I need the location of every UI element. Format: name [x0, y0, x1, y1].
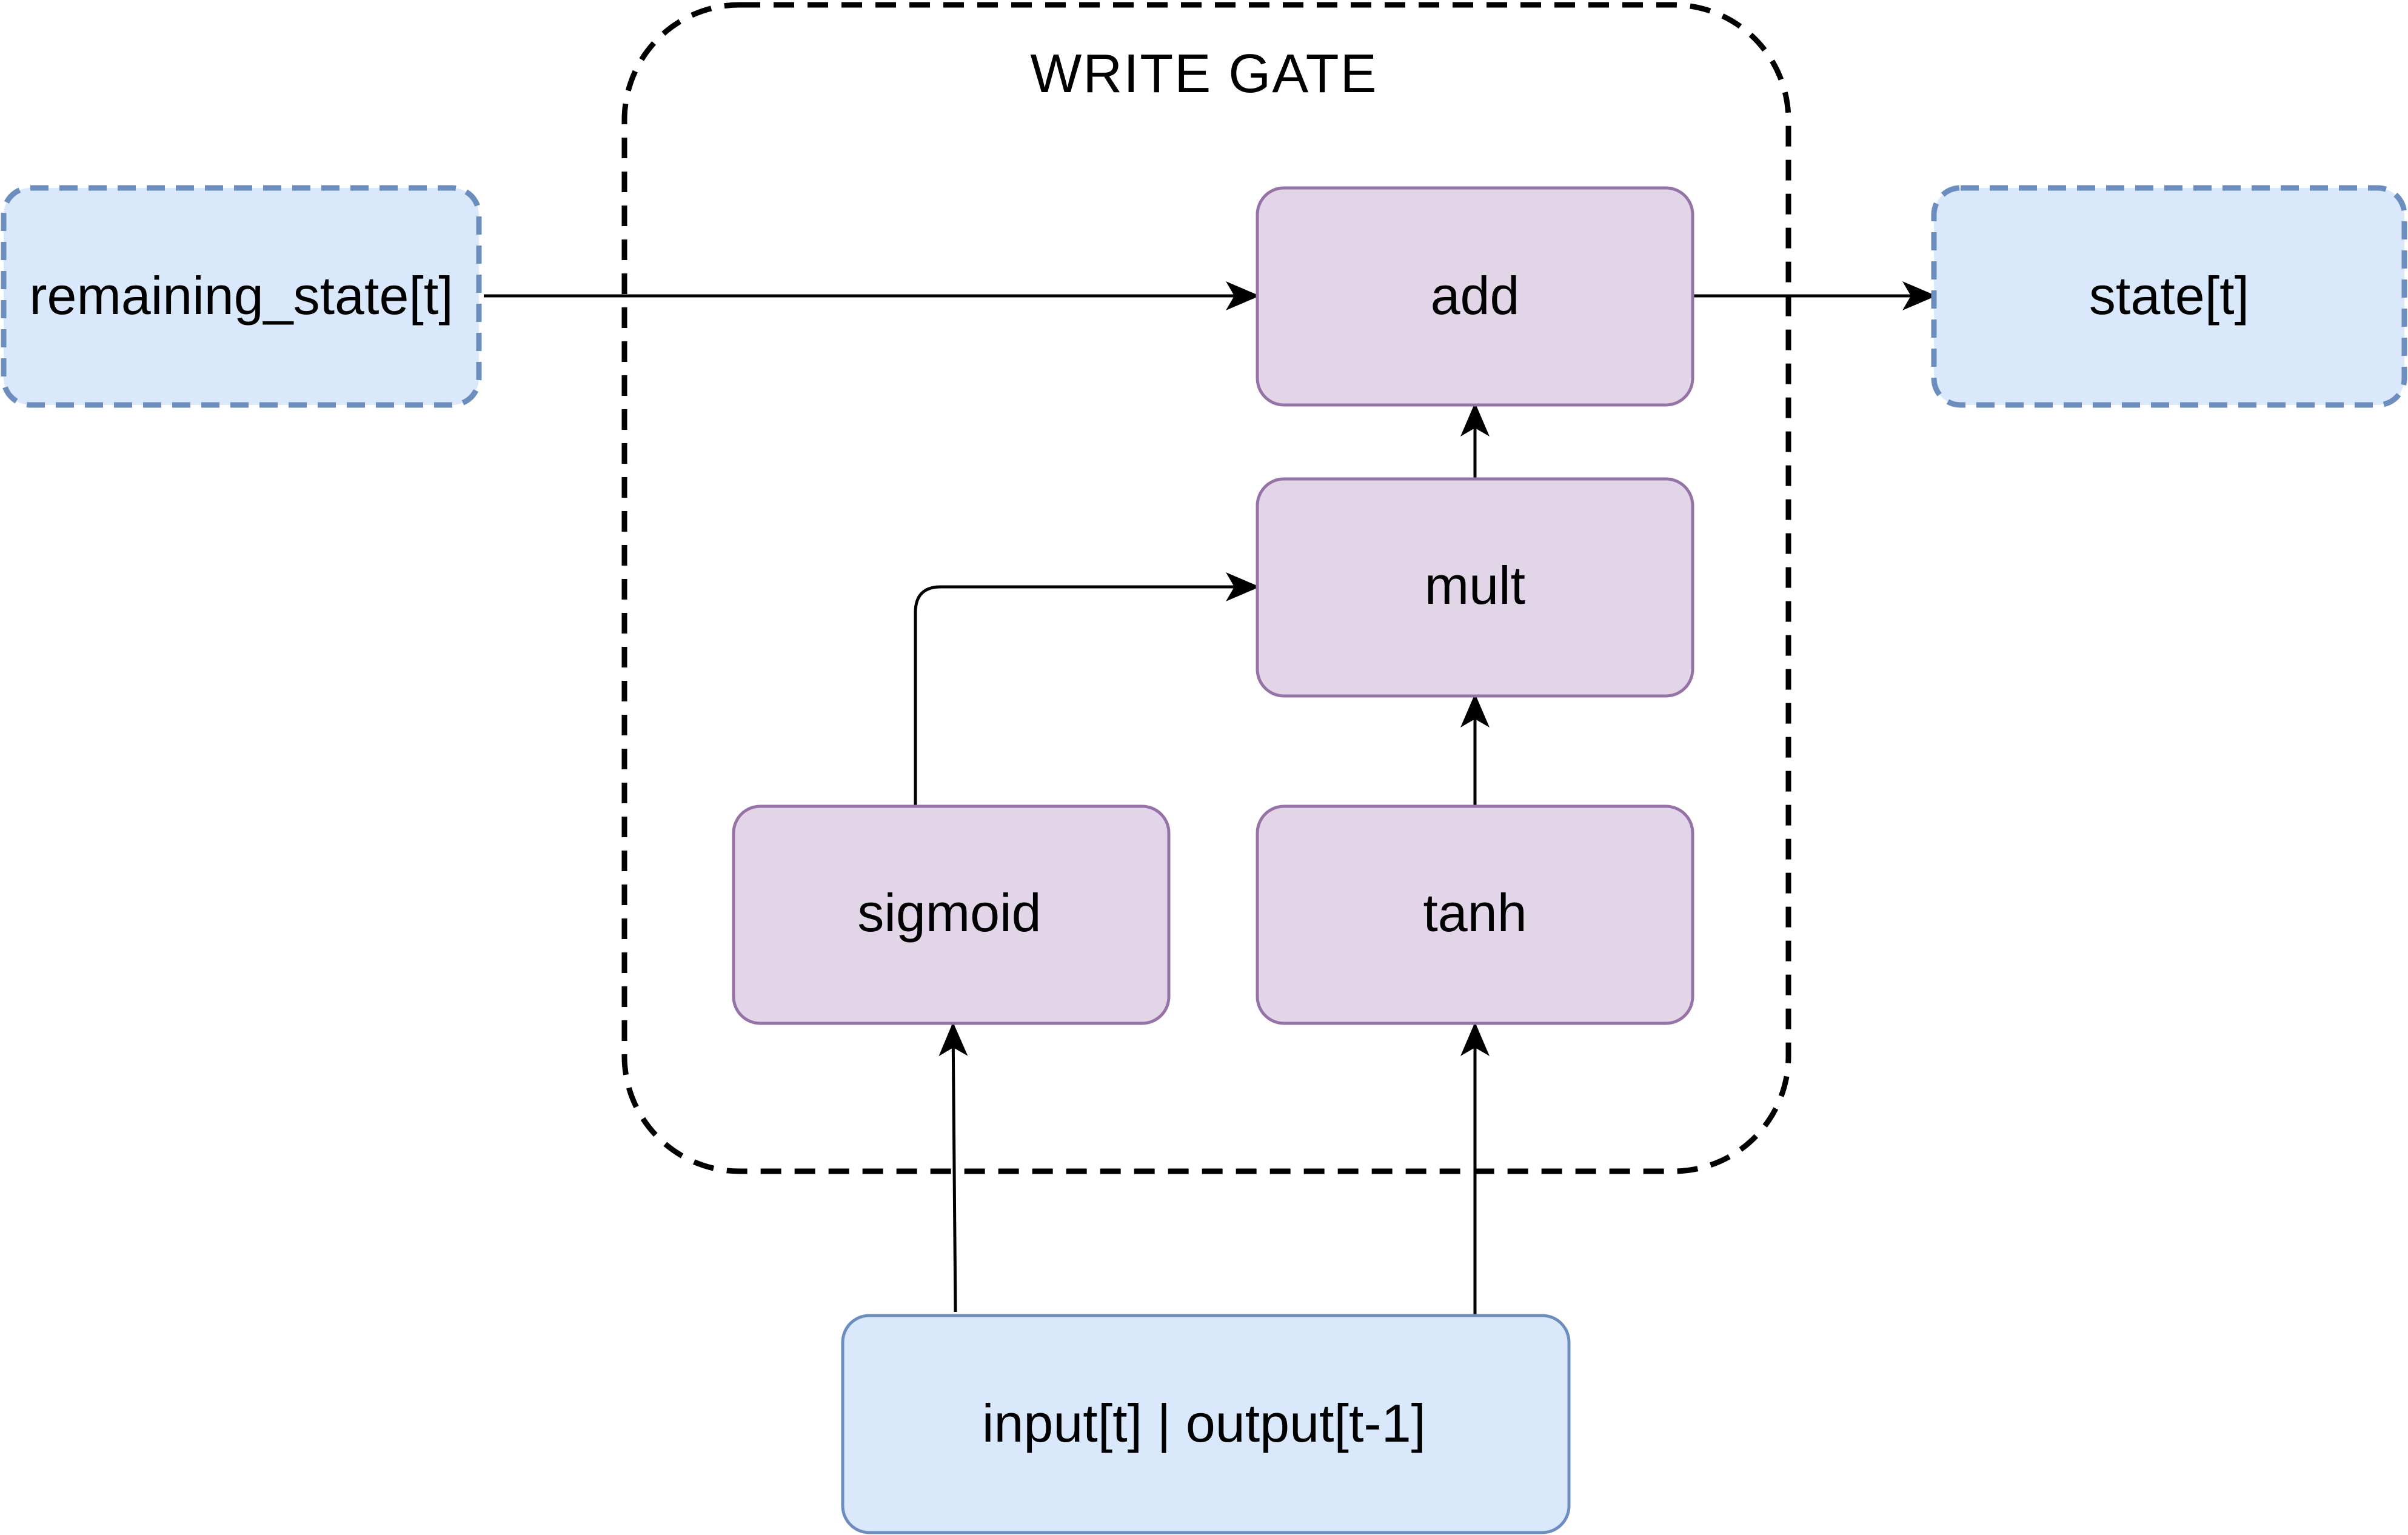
node-state-out: state[t]	[1931, 185, 2407, 408]
node-mult-box	[1256, 477, 1694, 698]
edge-input-to-sigmoid	[938, 1022, 968, 1313]
node-remaining-state-label: remaining_state[t]	[29, 266, 453, 326]
node-tanh: tanh	[1256, 804, 1694, 1025]
edge-sigmoid-to-mult	[914, 572, 1260, 805]
write-gate-border	[621, 2, 1791, 1174]
node-remaining-state: remaining_state[t]	[1, 185, 482, 408]
node-add-label: add	[1431, 266, 1520, 326]
node-sigmoid: sigmoid	[732, 804, 1171, 1025]
write-gate-title: WRITE GATE	[1030, 44, 1377, 104]
node-sigmoid-box	[732, 804, 1171, 1025]
node-tanh-label: tanh	[1423, 883, 1527, 943]
node-tanh-box	[1256, 804, 1694, 1025]
node-mult-label: mult	[1425, 555, 1525, 615]
node-input: input[t] | output[t-1]	[841, 1314, 1571, 1534]
node-input-box	[841, 1314, 1571, 1534]
node-add: add	[1256, 186, 1694, 407]
node-state-out-box	[1931, 185, 2407, 408]
node-remaining-state-box	[1, 185, 482, 408]
node-sigmoid-label: sigmoid	[857, 883, 1041, 943]
node-mult: mult	[1256, 477, 1694, 698]
edges	[484, 281, 1936, 1319]
node-state-out-label: state[t]	[2089, 266, 2249, 326]
node-input-label: input[t] | output[t-1]	[982, 1393, 1426, 1453]
write-gate-group: WRITE GATE	[621, 2, 1791, 1174]
node-add-box	[1256, 186, 1694, 407]
